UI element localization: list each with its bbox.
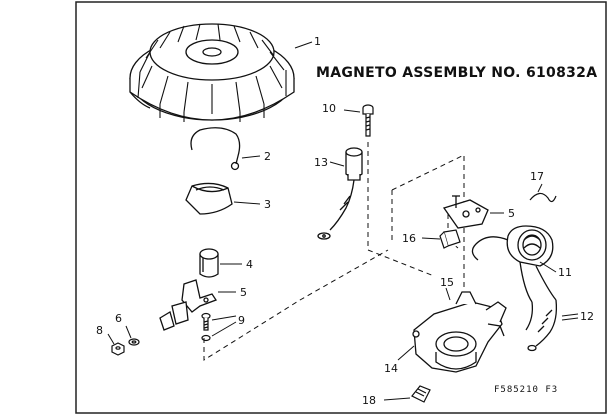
- callout-5-right: 5: [508, 207, 515, 220]
- coil-leads-part: [525, 299, 558, 352]
- breaker-plate-part: [442, 195, 489, 229]
- callout-12: 12: [580, 310, 594, 323]
- diagram-border: [75, 1, 607, 414]
- callout-4: 4: [246, 258, 253, 271]
- callout-13: 13: [314, 156, 328, 169]
- callout-6: 6: [115, 312, 122, 325]
- screw-part-9: [201, 312, 211, 342]
- diagram-title: MAGNETO ASSEMBLY NO. 610832A: [316, 65, 597, 81]
- nut-part-8: [111, 342, 125, 356]
- callout-1: 1: [314, 35, 321, 48]
- callout-17: 17: [530, 170, 544, 183]
- callout-16: 16: [402, 232, 416, 245]
- small-block-part: [439, 229, 461, 249]
- washer-part-6: [128, 338, 140, 346]
- wire-part-17: [529, 192, 557, 203]
- spring-clip-part: [190, 127, 241, 171]
- callout-9: 9: [238, 314, 245, 327]
- plug-part-18: [411, 385, 431, 403]
- condenser-part: [317, 147, 363, 240]
- callout-11: 11: [558, 266, 572, 279]
- cover-shield-part: [185, 182, 233, 215]
- sleeve-part: [199, 248, 219, 278]
- callout-2: 2: [264, 150, 271, 163]
- callout-15: 15: [440, 276, 454, 289]
- magneto-housing-part: [412, 291, 507, 373]
- ignition-coil-part: [471, 225, 557, 303]
- reference-code: F585210 F3: [494, 385, 558, 395]
- callout-14: 14: [384, 362, 398, 375]
- callout-3: 3: [264, 198, 271, 211]
- breaker-bracket-part: [159, 279, 217, 331]
- callout-18: 18: [362, 394, 376, 407]
- callout-5-left: 5: [240, 286, 247, 299]
- screw-part-10: [362, 104, 374, 137]
- flywheel-part: [129, 23, 295, 122]
- callout-10: 10: [322, 102, 336, 115]
- assembly-guide-lines: [203, 142, 465, 361]
- callout-8: 8: [96, 324, 103, 337]
